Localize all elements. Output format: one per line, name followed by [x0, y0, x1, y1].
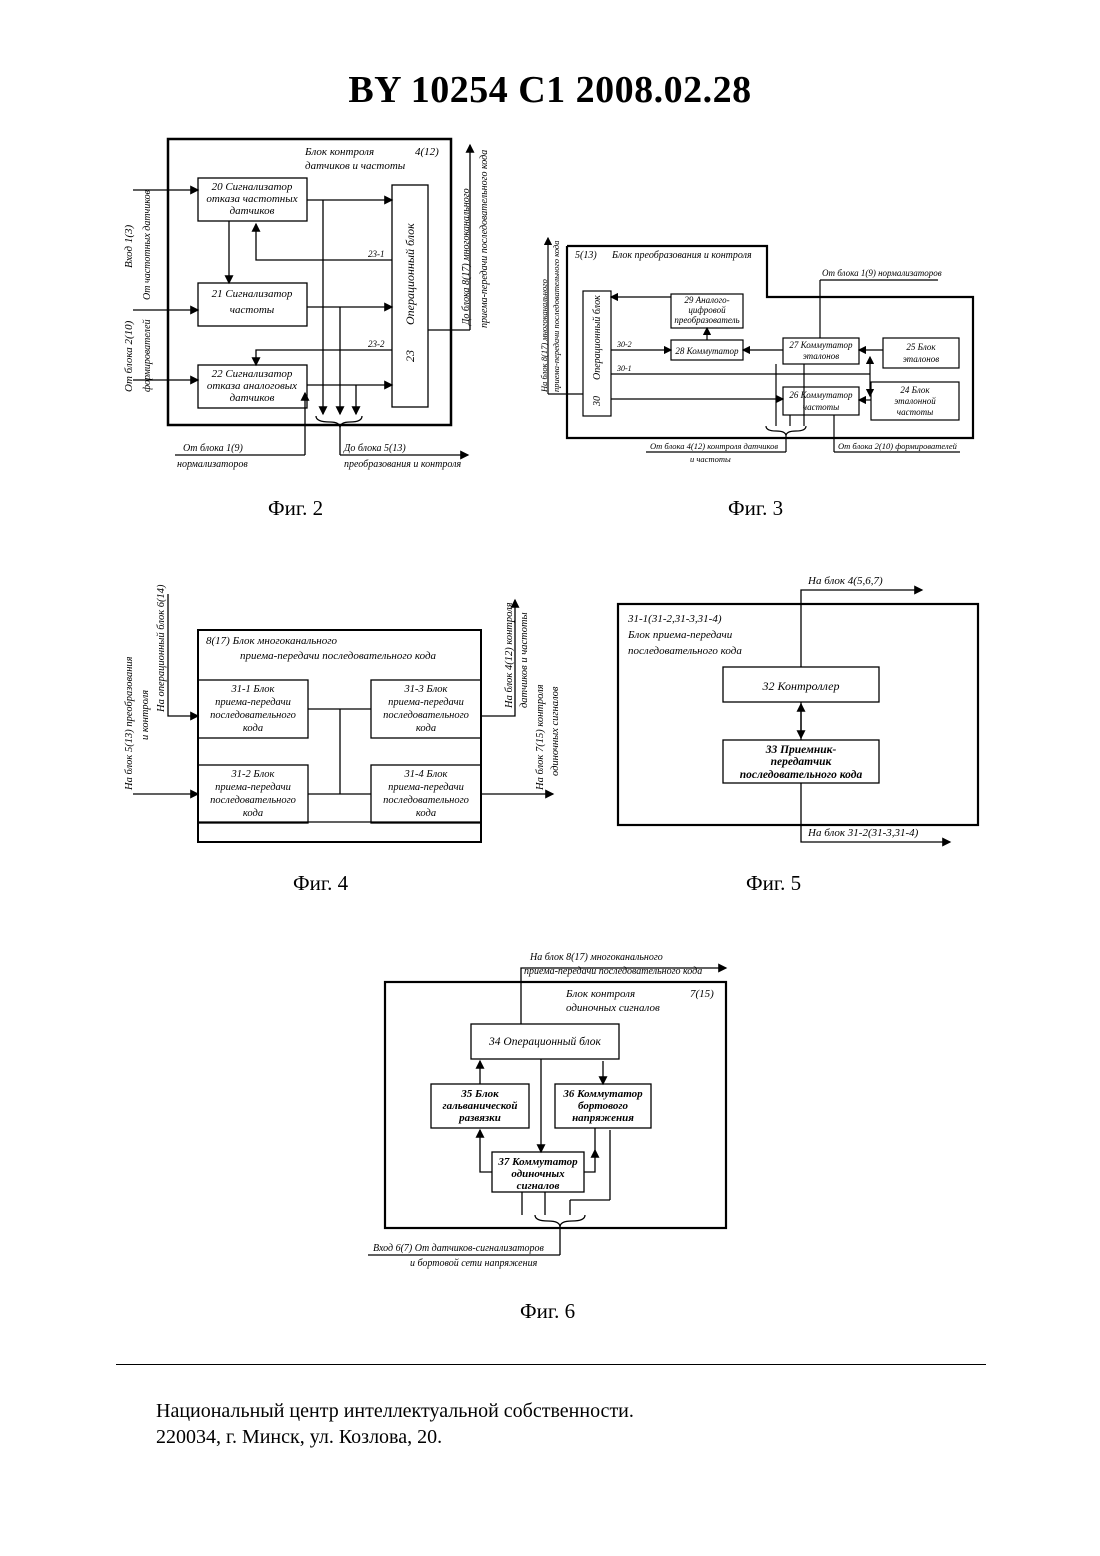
- footer-line-1: Национальный центр интеллектуальной собс…: [156, 1398, 634, 1424]
- figure-6-diagram: На блок 8(17) многоканального приема-пер…: [0, 0, 1100, 1300]
- fig6-b35-2: гальванической: [443, 1100, 518, 1112]
- fig6-caption: Фиг. 6: [520, 1299, 575, 1324]
- fig6-b35-1: 35 Блок: [460, 1088, 499, 1100]
- footer-line-2: 220034, г. Минск, ул. Козлова, 20.: [156, 1424, 634, 1450]
- fig6-b34: 34 Операционный блок: [488, 1035, 602, 1048]
- fig6-top-label-1: На блок 8(17) многоканального: [529, 952, 663, 963]
- fig6-block-id: 7(15): [690, 988, 714, 1000]
- fig6-b35-3: развязки: [458, 1112, 501, 1124]
- fig6-top-label-2: приема-передачи последовательного кода: [524, 966, 702, 977]
- fig6-b36-1: 36 Коммутатор: [562, 1088, 643, 1100]
- fig6-bottom-label-1: Вход 6(7) От датчиков-сигнализаторов: [373, 1243, 544, 1254]
- fig6-b36-2: бортового: [578, 1100, 628, 1112]
- fig6-b37-1: 37 Коммутатор: [497, 1156, 578, 1168]
- fig6-b37-2: одиночных: [511, 1168, 565, 1180]
- fig6-b37-3: сигналов: [517, 1180, 560, 1192]
- fig6-title-2: одиночных сигналов: [566, 1002, 660, 1014]
- footer-rule: [116, 1364, 986, 1365]
- figure-6: На блок 8(17) многоканального приема-пер…: [0, 0, 1100, 1300]
- fig6-bottom-label-2: и бортовой сети напряжения: [410, 1258, 538, 1269]
- footer: Национальный центр интеллектуальной собс…: [156, 1398, 634, 1450]
- fig6-title-1: Блок контроля: [565, 988, 635, 1000]
- fig6-b36-3: напряжения: [572, 1112, 634, 1124]
